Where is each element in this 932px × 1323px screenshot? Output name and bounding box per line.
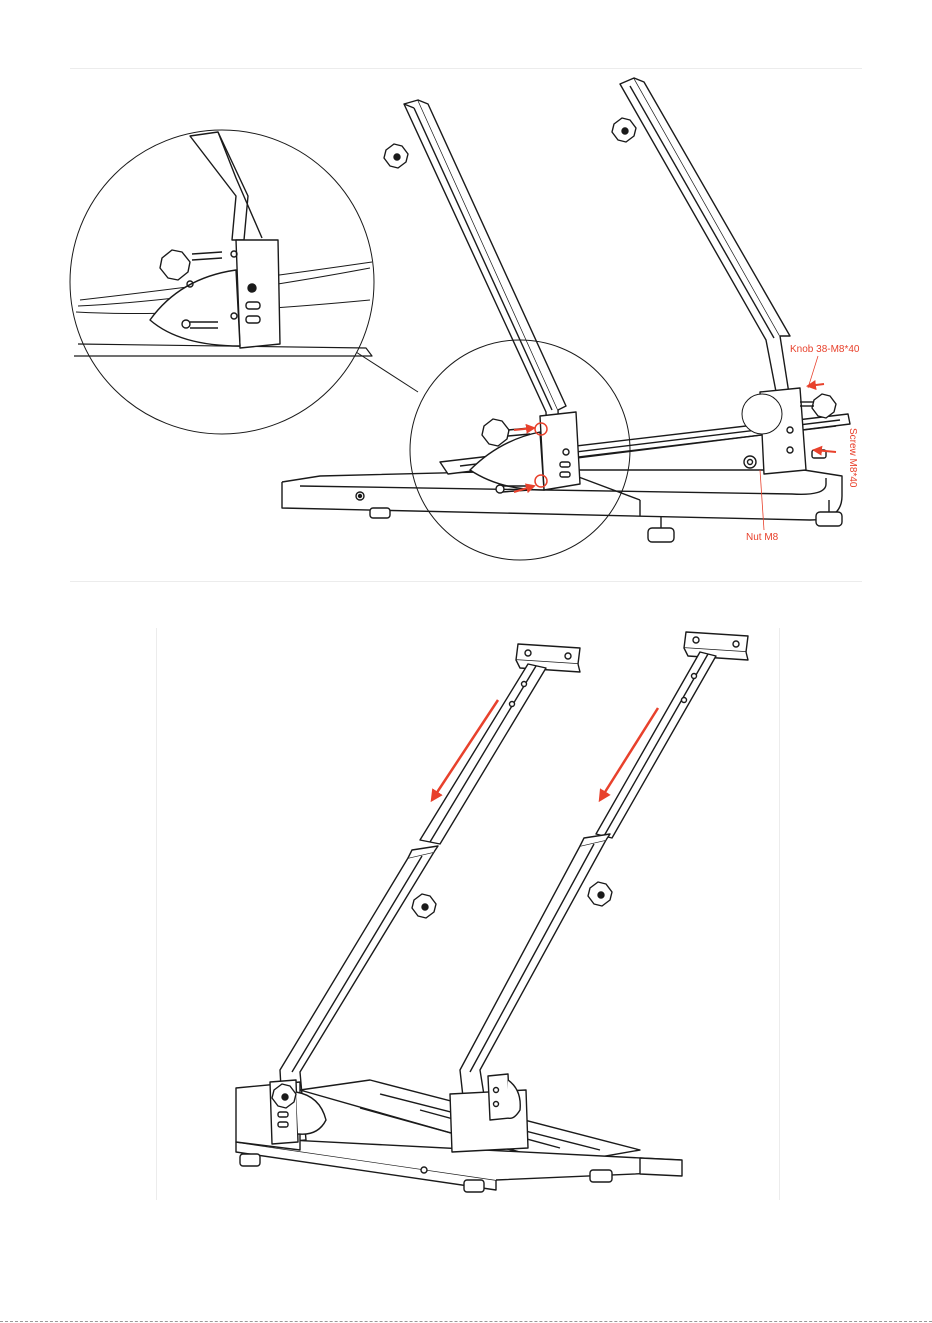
upper-tube-left xyxy=(420,664,546,844)
knob-screw-right xyxy=(800,394,836,418)
page-bottom-dashed-line xyxy=(0,1321,932,1322)
upper-tube-right xyxy=(596,652,716,838)
star-knob-icon xyxy=(412,894,436,918)
star-knob-icon xyxy=(588,882,612,906)
star-knob-icon xyxy=(612,118,636,142)
nut-icon xyxy=(744,456,756,468)
lower-tube-right xyxy=(460,834,610,1124)
nut-label: Nut M8 xyxy=(746,532,779,543)
knob-label: Knob 38-M8*40 xyxy=(790,344,860,355)
magnified-detail xyxy=(70,130,374,434)
left-upright-tube xyxy=(404,100,566,466)
callout-leader-line xyxy=(356,352,418,392)
top-diagram xyxy=(70,78,850,560)
right-upright-tube xyxy=(620,78,790,402)
star-knob-icon xyxy=(384,144,408,168)
bottom-diagram xyxy=(236,632,748,1192)
screw-label: Screw M8*40 xyxy=(847,428,858,488)
